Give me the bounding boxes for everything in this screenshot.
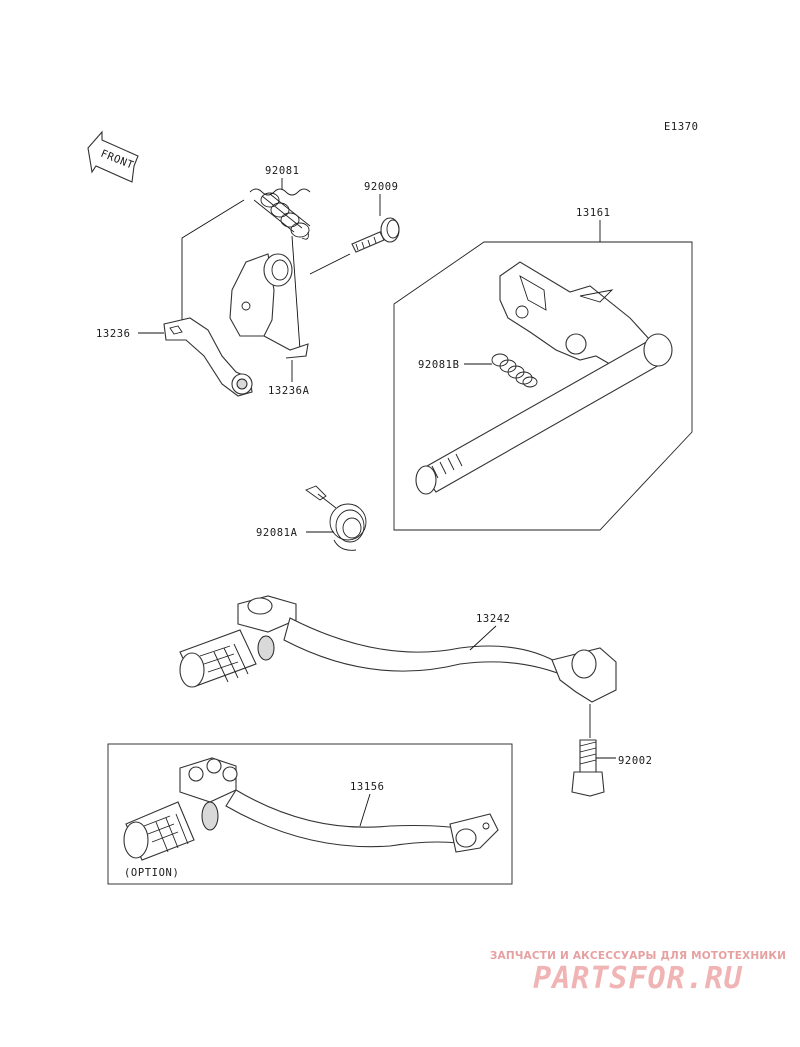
watermark: ЗАПЧАСТИ И АКСЕССУАРЫ ДЛЯ МОТОТЕХНИКИ PA… — [488, 950, 788, 996]
shift-pedal-13242 — [179, 595, 617, 703]
bolt-92002 — [571, 739, 605, 797]
part-label-13236: 13236 — [96, 328, 131, 340]
watermark-logo: PARTSFOR.RU — [533, 961, 743, 996]
spring-92081 — [249, 188, 311, 240]
front-arrow-icon: FRONT — [87, 130, 139, 183]
part-label-13156: 13156 — [350, 781, 385, 793]
part-label-13242: 13242 — [476, 613, 511, 625]
part-label-92081: 92081 — [265, 165, 300, 177]
shift-shaft-13161 — [415, 261, 673, 495]
lever-13236 — [163, 317, 253, 397]
spring-92081A — [305, 485, 367, 551]
part-label-13236A: 13236A — [268, 385, 310, 397]
bracket-13236A — [229, 253, 309, 359]
part-label-13161: 13161 — [576, 207, 611, 219]
shift-shaft-assembly-box — [393, 241, 693, 531]
part-label-92002: 92002 — [618, 755, 653, 767]
option-box — [107, 743, 513, 885]
bolt-92009 — [351, 217, 400, 253]
part-label-92081B: 92081B — [418, 359, 460, 371]
diagram-code: E1370 — [664, 121, 699, 133]
part-label-92081A: 92081A — [256, 527, 298, 539]
shift-pedal-13156 — [123, 757, 499, 861]
part-label-92009: 92009 — [364, 181, 399, 193]
watermark-tagline: ЗАПЧАСТИ И АКСЕССУАРЫ ДЛЯ МОТОТЕХНИКИ — [489, 950, 787, 962]
option-label: (OPTION) — [124, 867, 179, 879]
spring-92081B — [491, 353, 538, 388]
